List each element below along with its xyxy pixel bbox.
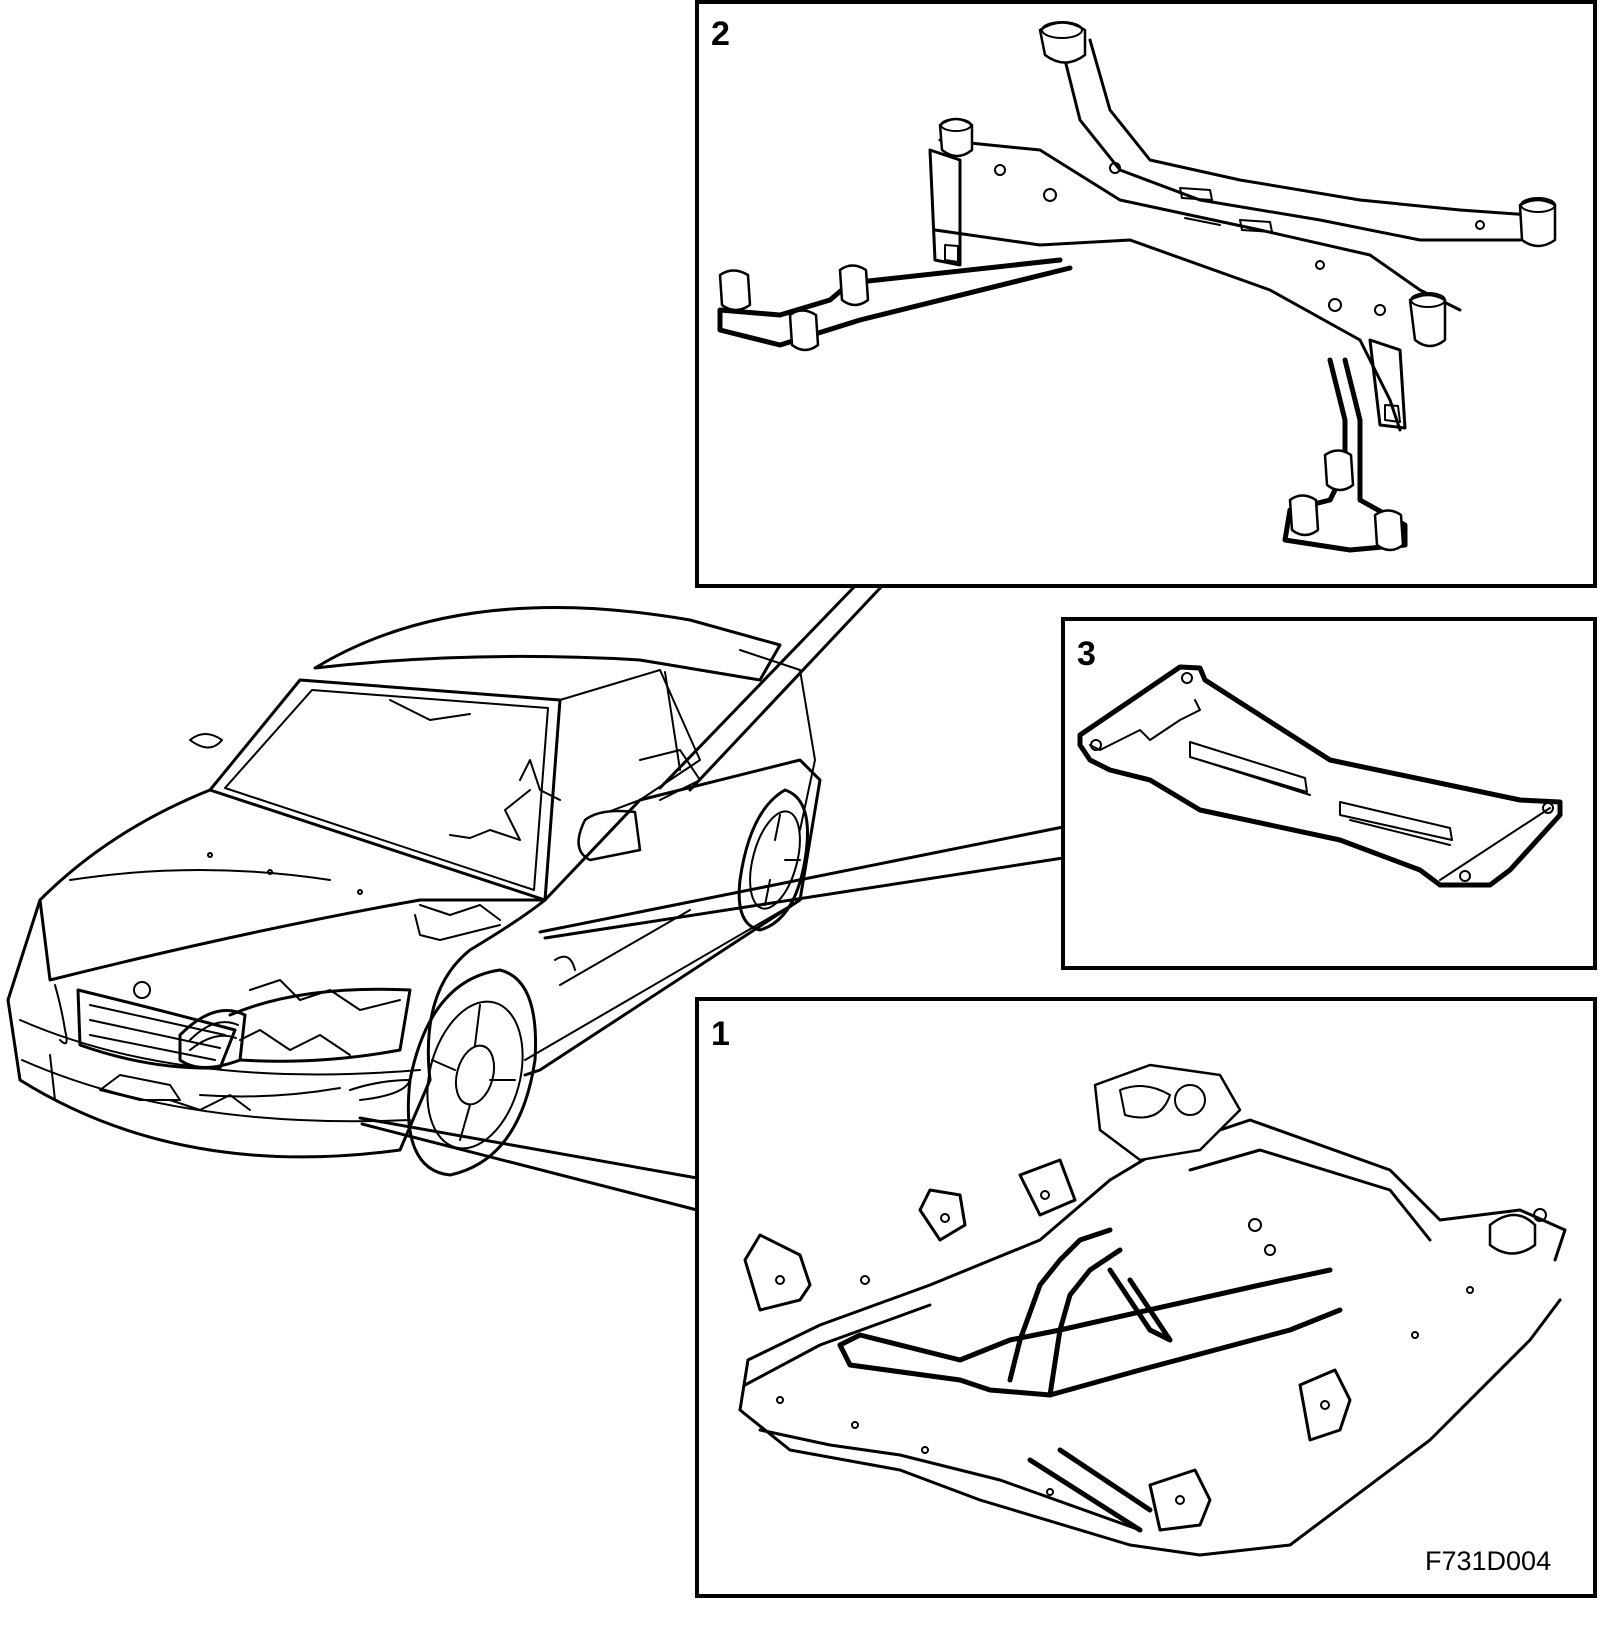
car-illustration <box>8 608 820 1176</box>
car-grille <box>78 990 235 1068</box>
callout-box-2 <box>697 2 1595 586</box>
front-subframe-illustration <box>740 1065 1565 1555</box>
callout-box-3 <box>1063 619 1595 968</box>
car-mirror <box>579 811 640 860</box>
figure-code: F731D004 <box>1425 1546 1552 1576</box>
car-hood <box>40 790 545 980</box>
car-front-wheel <box>408 970 538 1175</box>
rear-subframe-illustration <box>720 22 1555 550</box>
callout-number-3: 3 <box>1077 635 1096 673</box>
callout-number-2: 2 <box>711 15 730 53</box>
car-roof <box>315 608 780 681</box>
car-windshield <box>210 680 560 900</box>
leader-lines <box>360 586 1063 1210</box>
car-rear-wheel <box>739 790 809 930</box>
callout-number-1: 1 <box>711 1015 730 1053</box>
car-front-bumper <box>8 900 430 1157</box>
center-crossmember-illustration <box>1080 667 1560 885</box>
